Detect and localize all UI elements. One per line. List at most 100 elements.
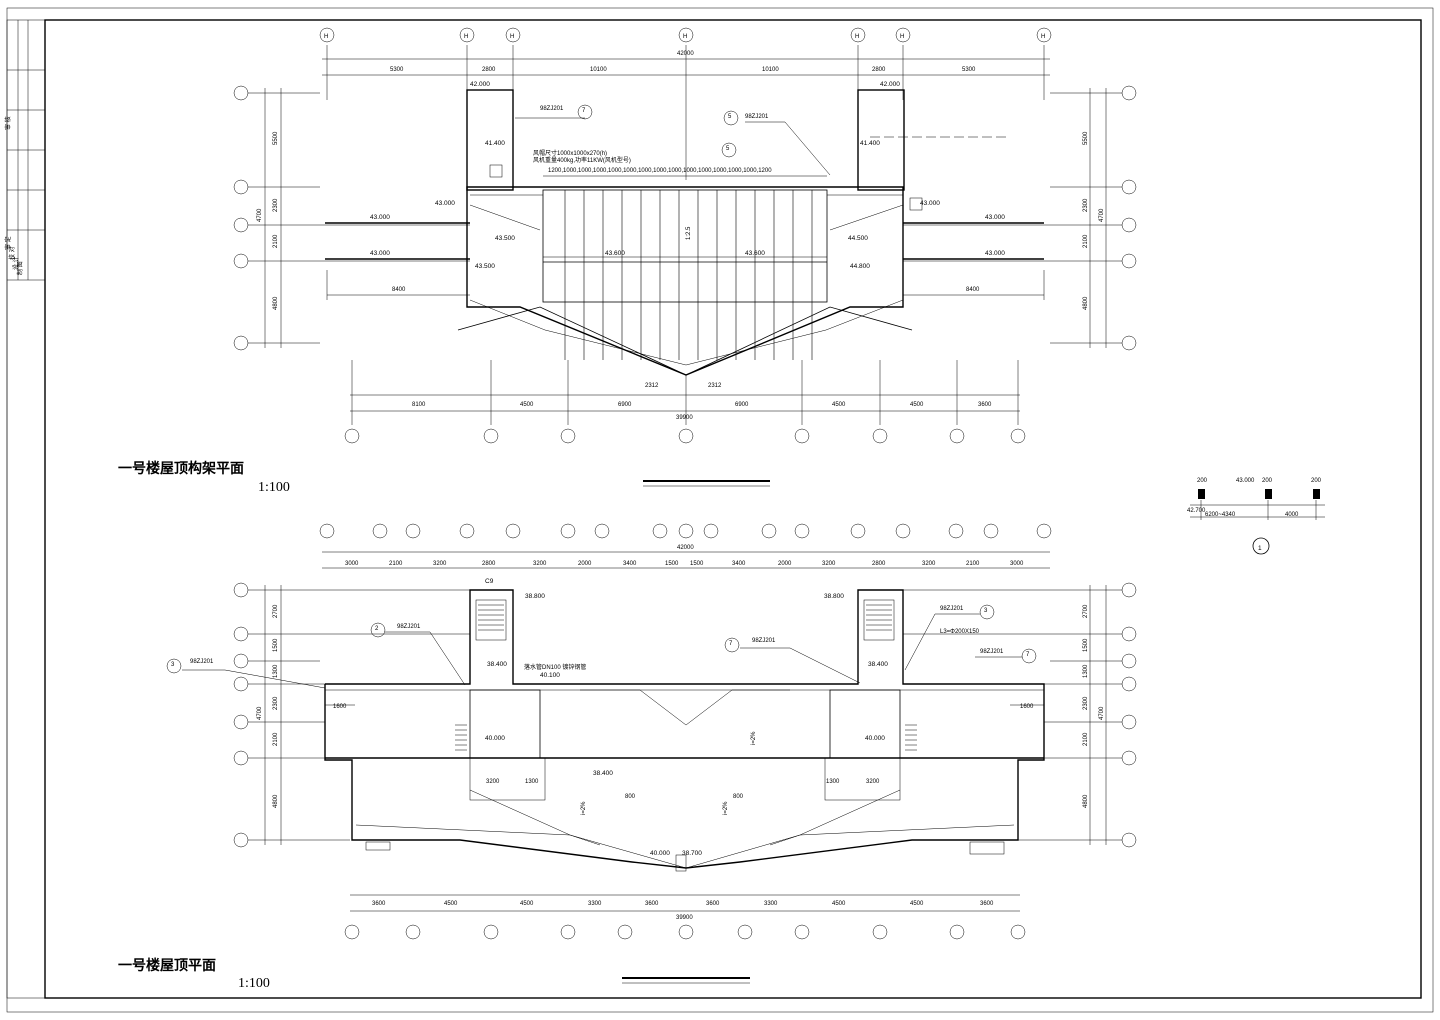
inner-border: [44, 19, 1422, 999]
detail-ref-num: 5: [728, 114, 732, 120]
dim-total: 42000: [677, 545, 694, 551]
elevation: 43.000: [985, 214, 1005, 221]
note: L3=Φ200X150: [940, 629, 980, 635]
plan-scale: 1:100: [258, 480, 290, 495]
axis-label: H: [324, 34, 328, 40]
dim-value: 8100: [412, 402, 426, 408]
dim-value: 1500: [665, 561, 679, 567]
rafters: [564, 190, 813, 360]
dim-value: 3000: [345, 561, 359, 567]
dim-value: 3600: [645, 901, 659, 907]
dim-value: 4500: [910, 402, 924, 408]
elevation: 43.600: [745, 250, 765, 257]
elevation: 38.400: [487, 661, 507, 668]
dim-value: 6900: [618, 402, 632, 408]
detail-ref-num: 3: [171, 662, 175, 668]
dim-value: 2300: [273, 696, 279, 710]
elevation: 41.400: [860, 140, 880, 147]
dim-value: 4500: [444, 901, 458, 907]
slope: i=2%: [581, 801, 587, 815]
detail-dim: 200: [1197, 478, 1208, 484]
dim-value: 2000: [778, 561, 792, 567]
elevation: 40.000: [865, 735, 885, 742]
dim-value: 3600: [978, 402, 992, 408]
elevation: 38.400: [868, 661, 888, 668]
dim-value: 2800: [872, 67, 886, 73]
elevation: 42.000: [880, 81, 900, 88]
dim-value: 2700: [273, 604, 279, 618]
dim-value: 3000: [1010, 561, 1024, 567]
detail-dim: 4000: [1285, 512, 1299, 518]
dim-value: 2100: [389, 561, 403, 567]
detail-ref-num: 7: [582, 108, 586, 114]
top-plan-dimensions-top: 42000 5300 2800 10100 10100 2800 5300: [322, 51, 1050, 76]
top-plan-axis-bubbles: H H H H H H H: [319, 27, 1052, 43]
title-block-cell: 制 图: [16, 261, 24, 275]
top-plan-horizontal-axes: 5500 2300 4700 2100 4800 5500 2300 4700 …: [233, 85, 1137, 351]
dim-value: 4500: [910, 901, 924, 907]
detail-ref: 98ZJ201: [397, 624, 421, 630]
roof-plan: 42000 3000 2100 3200 2800 3200 2000 3400…: [118, 523, 1137, 991]
detail-dim: 200: [1311, 478, 1322, 484]
dim-value: 3200: [822, 561, 836, 567]
dim-value: 2100: [273, 234, 279, 248]
title-block-cell: 审 定: [4, 236, 12, 250]
dim-value: 1300: [1083, 664, 1089, 678]
title-block: 审 核 审 定 校 对 设 计 制 图: [4, 19, 46, 999]
dim-value: 4700: [1099, 208, 1105, 222]
detail-num: 1: [1258, 545, 1262, 552]
detail-ref: 98ZJ201: [190, 659, 214, 665]
note: 落水管DN100 镀锌钢管: [524, 663, 586, 671]
dim-value: 8400: [392, 287, 406, 293]
dim-value: 2700: [1083, 604, 1089, 618]
dim-value: 3200: [922, 561, 936, 567]
dim-value: 4800: [1083, 794, 1089, 808]
dim-value: 4700: [257, 208, 263, 222]
slope: i=2%: [751, 731, 757, 745]
dim-value: 2300: [1083, 198, 1089, 212]
dim-inner: 800: [625, 794, 636, 800]
dim-value: 1500: [690, 561, 704, 567]
outer-border: [6, 7, 1434, 1013]
dim-value: 5500: [1083, 131, 1089, 145]
detail-dim: 200: [1262, 478, 1273, 484]
dim-value: 2100: [966, 561, 980, 567]
dim-value: 3600: [372, 901, 386, 907]
dim-total: 39900: [676, 415, 693, 421]
plan-scale: 1:100: [238, 976, 270, 991]
dim-value: 8400: [966, 287, 980, 293]
side-wing-beams: 8400 8400 43.000 43.000 43.000 43.000 43…: [325, 200, 1045, 300]
dim-value: 3400: [623, 561, 637, 567]
elevation: 38.800: [525, 593, 545, 600]
dim-value: 4700: [257, 706, 263, 720]
dim-value: 4500: [520, 402, 534, 408]
roof-outline: C9 38.800 38.800 38.400 38.400 40.000 40…: [166, 578, 1045, 872]
detail-elev: 42.700: [1187, 508, 1206, 514]
dim-value: 1300: [273, 664, 279, 678]
dim-value: 2300: [1083, 696, 1089, 710]
detail-ref: 98ZJ201: [940, 606, 964, 612]
elevation: 43.000: [370, 214, 390, 221]
dim-value: 2100: [273, 732, 279, 746]
dim-value: 3400: [732, 561, 746, 567]
elevation: 38.700: [682, 850, 702, 857]
detail-1: 200 200 200 43.000 42.700 6200~4340 4000…: [1187, 478, 1325, 555]
elevation: 44.500: [848, 235, 868, 242]
dim-inner: 1600: [333, 704, 347, 710]
top-plan-axis-lines: [326, 45, 1045, 180]
detail-ref: 98ZJ201: [980, 649, 1004, 655]
roof-slope: 1:2.5: [686, 226, 692, 240]
detail-elev: 43.000: [1236, 478, 1255, 484]
axis-label: H: [510, 34, 514, 40]
dim-small: 2312: [708, 383, 722, 389]
title-block-cell: 校 对: [8, 246, 16, 260]
elevation: 40.000: [650, 850, 670, 857]
dim-value: 2000: [578, 561, 592, 567]
dim-total: 39900: [676, 915, 693, 921]
detail-ref-num: 7: [1026, 652, 1030, 658]
dim-value: 2800: [872, 561, 886, 567]
dim-value: 3600: [706, 901, 720, 907]
dim-value: 2800: [482, 561, 496, 567]
elevation: 43.600: [605, 250, 625, 257]
dim-value: 2100: [1083, 732, 1089, 746]
